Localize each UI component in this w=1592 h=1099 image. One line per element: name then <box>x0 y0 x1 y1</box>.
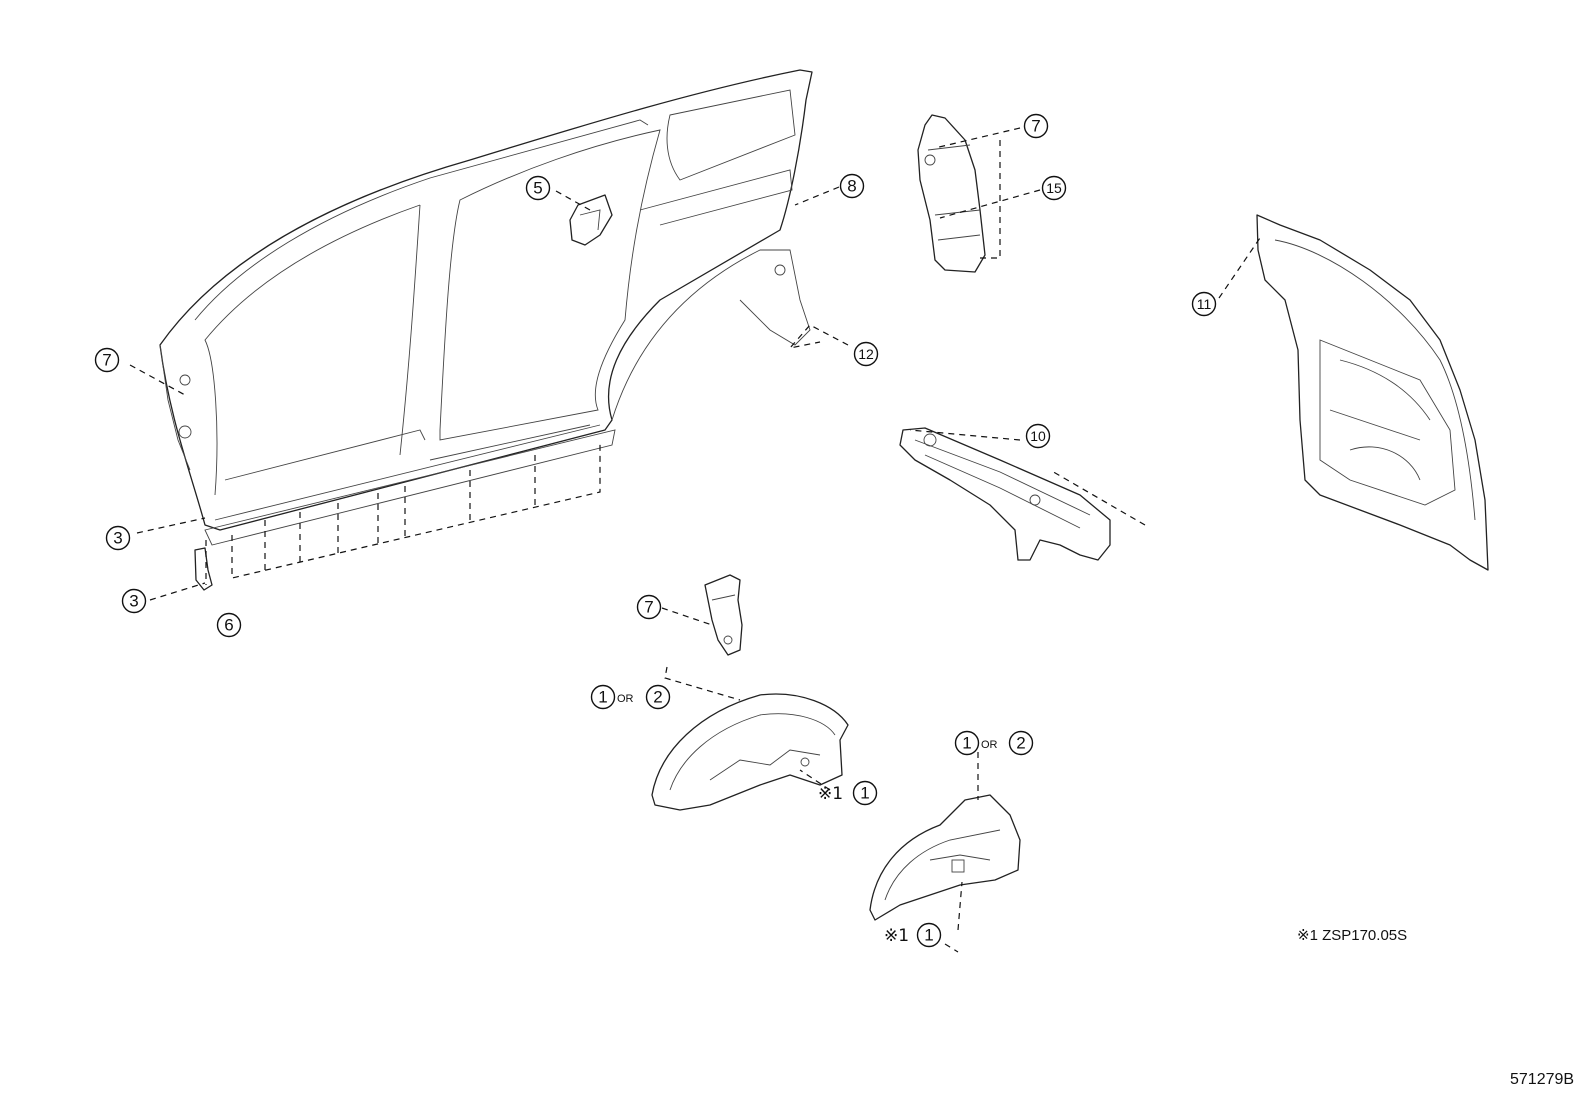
callout-3: 3 <box>105 525 131 551</box>
part-3-lower-bracket <box>194 547 213 591</box>
callout-2: 2 <box>1008 730 1034 756</box>
svg-text:5: 5 <box>533 179 542 198</box>
leader-7a <box>934 127 1021 149</box>
svg-text:1: 1 <box>924 926 933 945</box>
leader-1-rear-note-b <box>944 943 959 953</box>
part-1-2-wheel-housing-front <box>651 693 849 811</box>
note-mark: ※1 <box>884 926 909 946</box>
svg-text:3: 3 <box>113 529 122 548</box>
leader-1-rear-note <box>957 881 963 931</box>
callout-5: 5 <box>525 175 551 201</box>
leader-6 <box>231 440 601 579</box>
figure-number: 571279B <box>1510 1071 1574 1088</box>
svg-text:3: 3 <box>129 592 138 611</box>
leader-6-ticks <box>264 455 536 570</box>
callout-12: 12 <box>853 341 879 367</box>
part-11-rear-panel <box>1256 214 1489 571</box>
svg-text:8: 8 <box>847 177 856 196</box>
svg-text:2: 2 <box>653 688 662 707</box>
callout-7: 7 <box>1023 113 1049 139</box>
svg-text:6: 6 <box>224 616 233 635</box>
note-mark: ※1 <box>818 784 843 804</box>
callouts: 5 8 7 15 7 12 11 10 3 3 6 <box>94 113 1217 948</box>
callout-15: 15 <box>1041 175 1067 201</box>
leader-3a <box>136 517 206 534</box>
callout-2: 2 <box>645 684 671 710</box>
svg-text:2: 2 <box>1016 734 1025 753</box>
callout-11: 11 <box>1191 291 1217 317</box>
part-7-15-reinforcement <box>917 114 986 273</box>
leader-11 <box>1218 234 1263 299</box>
callout-1: 1 <box>916 922 942 948</box>
svg-text:1: 1 <box>962 734 971 753</box>
callout-7: 7 <box>636 594 662 620</box>
callout-6: 6 <box>216 612 242 638</box>
leader-8 <box>794 186 840 206</box>
leader-10 <box>909 429 1021 441</box>
leader-7b <box>129 364 186 396</box>
leader-15 <box>939 189 1041 219</box>
svg-text:11: 11 <box>1197 296 1212 312</box>
svg-text:7: 7 <box>644 598 653 617</box>
svg-text:12: 12 <box>858 346 874 362</box>
part-10-cross-member <box>899 427 1111 561</box>
leader-bracket-7-15 <box>975 140 1001 259</box>
callout-10: 10 <box>1025 423 1051 449</box>
leader-7c <box>661 607 713 626</box>
part-1-2-wheel-housing-rear <box>869 794 1021 921</box>
or-label: OR <box>981 739 998 751</box>
part-5-bracket <box>569 194 613 246</box>
svg-text:1: 1 <box>598 688 607 707</box>
part-7-middle-bracket <box>704 574 743 656</box>
leader-12 <box>788 324 849 349</box>
leader-lines <box>129 127 1263 953</box>
or-label: OR <box>617 693 634 705</box>
leader-1or2-front <box>664 666 741 701</box>
leader-5 <box>555 190 591 211</box>
callout-1: 1 <box>590 684 616 710</box>
svg-text:10: 10 <box>1030 428 1046 444</box>
svg-text:1: 1 <box>860 784 869 803</box>
callout-3: 3 <box>121 588 147 614</box>
leader-3b <box>149 582 206 601</box>
svg-text:15: 15 <box>1046 180 1062 196</box>
leader-10b <box>1049 469 1146 526</box>
legend-note: ※1 ZSP170.05S <box>1297 927 1407 944</box>
callout-1: 1 <box>852 780 878 806</box>
callout-7: 7 <box>94 347 120 373</box>
callout-8: 8 <box>839 173 865 199</box>
svg-text:7: 7 <box>102 351 111 370</box>
svg-text:7: 7 <box>1031 117 1040 136</box>
body-side-outer-panel <box>159 69 813 546</box>
callout-1: 1 <box>954 730 980 756</box>
